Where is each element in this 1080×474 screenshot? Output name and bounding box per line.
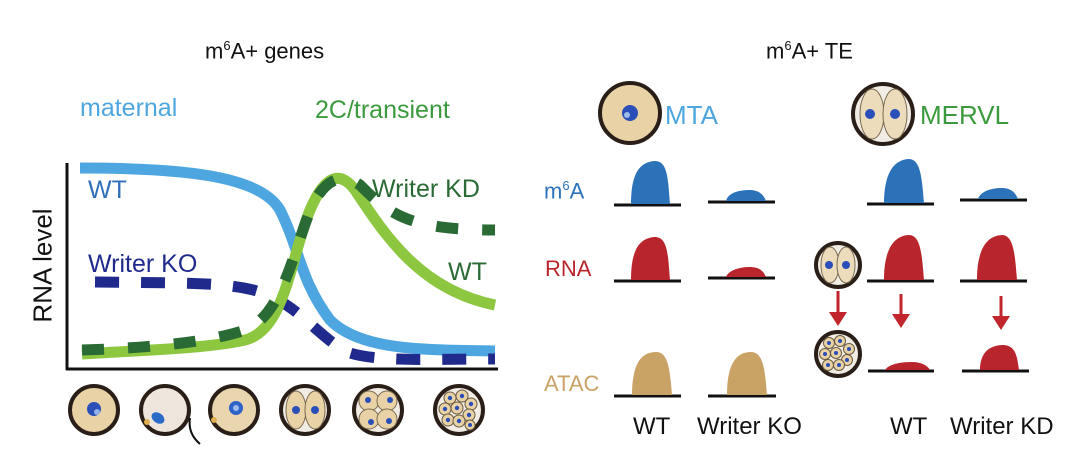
stage-zygote-icon [208,384,260,436]
label-transient-wt: WT [448,258,487,286]
label-transient-kd: Writer KD [372,175,480,203]
row-label-m6a: m6A [544,178,584,204]
title-m: m [205,38,224,64]
row-label-atac: ATAC [544,371,600,396]
arrow-down-icon [892,294,910,328]
arrow-down-icon [992,296,1010,330]
right-panel-title: m6A+ TE [766,38,853,64]
stage-morula-icon [433,384,485,436]
title-m: m [766,38,785,64]
condition-wt-left: WT [633,413,671,440]
peak-mta-m6a-wt [631,161,670,204]
peak-mta-rna-wt [631,237,670,280]
curve-transient-kd [81,173,496,356]
category-maternal: maternal [80,94,178,122]
rna-2cell-icon [814,241,862,289]
group-label-mta: MTA [665,100,718,130]
peak-mta-atac-ko [727,352,767,395]
title-rest: A+ TE [791,38,853,64]
peak-mta-rna-ko [726,267,766,277]
stage-oocyte-icon [68,384,120,436]
curve-maternal-ko [94,276,496,365]
category-transient: 2C/transient [315,96,450,124]
peak-mta-m6a-ko [726,190,766,201]
peak-mta-atac-wt [632,352,672,395]
m6a-a: A [569,178,585,204]
label-maternal-wt: WT [88,176,127,204]
group-label-mervl: MERVL [920,100,1010,130]
condition-kd: Writer KD [950,413,1054,440]
title-rest: A+ genes [230,38,325,64]
peak-mervl-morula-kd [980,345,1019,370]
condition-wt-right: WT [890,413,928,440]
title-sup: 6 [223,38,231,53]
condition-ko: Writer KO [697,413,802,440]
label-maternal-ko: Writer KO [88,250,198,278]
m6a-sup: 6 [562,178,570,193]
arrow-down-icon [829,291,847,326]
rna-morula-icon [814,330,862,378]
peak-mervl-morula-wt [885,362,930,370]
mta-oocyte-icon [598,81,662,145]
mervl-2cell-icon [851,82,915,146]
peak-mervl-rna-kd [977,235,1017,280]
baselines [614,198,1029,398]
m6a-m: m [544,178,563,204]
peak-mervl-m6a-wt [884,159,924,203]
row-label-rna: RNA [545,256,592,281]
left-panel-title: m6A+ genes [205,38,324,64]
peak-mervl-rna-wt [884,235,924,280]
peak-mervl-m6a-kd [978,188,1018,199]
stage-4cell-icon [352,384,404,436]
stage-2cell-icon [279,384,331,436]
curve-transient-wt [81,173,497,360]
title-sup: 6 [784,38,792,53]
stage-fertilization-icon [139,384,201,445]
